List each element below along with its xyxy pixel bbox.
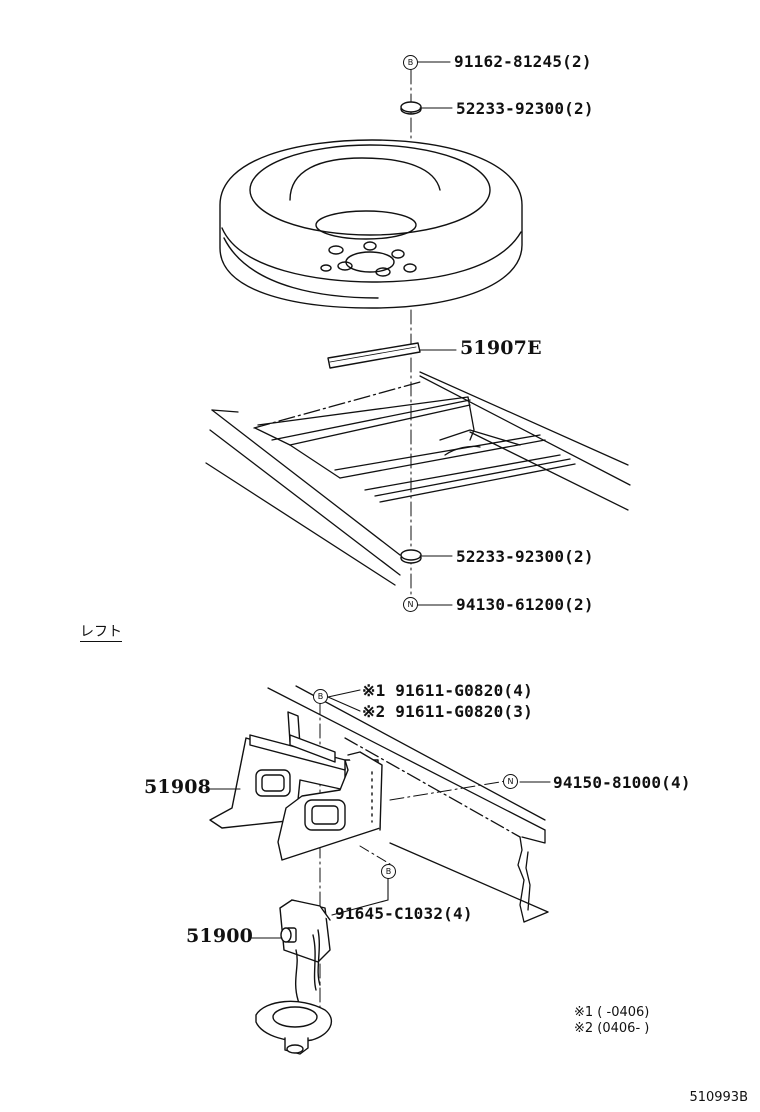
bracket-51908: [209, 711, 383, 861]
nut-badge-top: N: [403, 597, 418, 612]
washer-upper: [400, 101, 422, 115]
part-label-washer-lower: 52233-92300(2): [456, 547, 594, 566]
bolt-badge-bracket: B: [313, 689, 328, 704]
part-label-bolt-2: ※2 91611-G0820(3): [362, 702, 533, 721]
section-label-left: レフト: [80, 624, 122, 642]
part-label-bolt-top: 91162-81245(2): [454, 52, 592, 71]
diagram-reference: 510993B: [689, 1090, 748, 1105]
plate-51907e: [327, 342, 421, 369]
bolt-badge-top: B: [403, 55, 418, 70]
spare-tire: [219, 139, 523, 309]
part-label-bolt-1: ※1 91611-G0820(4): [362, 681, 533, 700]
part-label-bolt-lower: 91645-C1032(4): [335, 904, 473, 923]
part-label-nut-top: 94130-61200(2): [456, 595, 594, 614]
bolt-badge-lower: B: [381, 864, 396, 879]
note-2: ※2 (0406- ): [574, 1021, 650, 1036]
washer-lower: [400, 549, 422, 564]
part-label-bracket: 51908: [144, 776, 212, 798]
vehicle-frame: [205, 371, 631, 586]
part-label-washer-upper: 52233-92300(2): [456, 99, 594, 118]
frame-rail: [267, 685, 549, 923]
part-label-carrier: 51900: [186, 925, 254, 947]
part-label-nut-rail: 94150-81000(4): [553, 773, 691, 792]
note-1: ※1 ( -0406): [574, 1005, 650, 1020]
nut-badge-rail: N: [503, 774, 518, 789]
part-label-plate: 51907E: [460, 337, 542, 359]
carrier-51900: [255, 899, 333, 1055]
